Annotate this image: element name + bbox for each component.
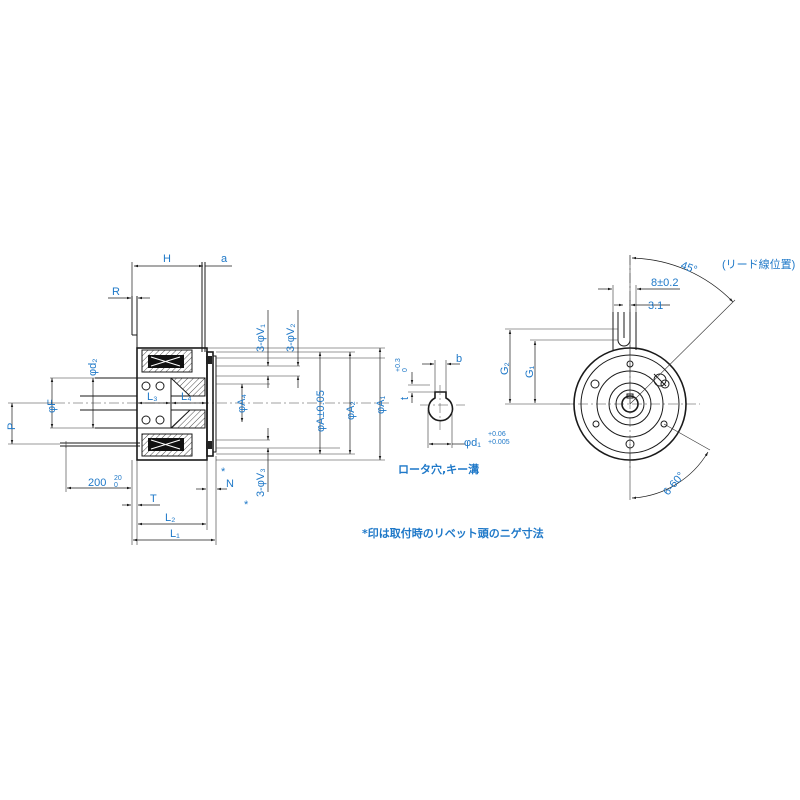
label-L2: L₂ bbox=[165, 512, 175, 524]
label-t-tol-upper: +0.3 bbox=[395, 358, 402, 372]
label-N: N bbox=[226, 478, 234, 490]
label-lead-tol-upper: 20 bbox=[114, 475, 122, 482]
label-b: b bbox=[456, 353, 462, 365]
label-phi-A1: φA₁ bbox=[375, 396, 387, 414]
label-d1-tol-lower: +0.005 bbox=[488, 439, 510, 446]
label-G1: G₁ bbox=[524, 365, 536, 378]
label-V3: 3-φV₃ bbox=[255, 468, 267, 497]
front-view: 45° (リード線位置) 8±0.2 3.1 G₂ G₁ 6-60° bbox=[499, 255, 795, 500]
label-t: t bbox=[399, 397, 411, 400]
label-L1: L₁ bbox=[170, 528, 180, 540]
label-t-tol-lower: 0 bbox=[402, 368, 409, 372]
label-R: R bbox=[112, 286, 120, 298]
label-T: T bbox=[150, 493, 157, 505]
label-L4: L₄ bbox=[181, 391, 192, 403]
label-V2: 3-φV₂ bbox=[285, 323, 297, 352]
rotor-caption: ロータ穴,キー溝 bbox=[398, 462, 479, 476]
label-G2: G₂ bbox=[499, 362, 511, 375]
rotor-keyway-detail: b t +0.3 0 φd₁ +0.06 +0.005 ロータ穴,キー溝 bbox=[395, 353, 510, 476]
label-dim-6-60: 6-60° bbox=[661, 470, 687, 498]
footnote: *印は取付時のリベット頭のニゲ寸法 bbox=[362, 526, 544, 540]
label-phi-A2: φA₂ bbox=[345, 401, 357, 420]
label-star-N: * bbox=[221, 466, 226, 478]
label-phi-A: φA±0.05 bbox=[315, 390, 327, 432]
label-phi-A4: φA₄ bbox=[236, 394, 248, 413]
label-dim-3-1: 3.1 bbox=[648, 300, 663, 312]
label-P: P bbox=[6, 423, 18, 430]
label-angle-45: 45° bbox=[679, 260, 699, 277]
label-H: H bbox=[163, 253, 171, 265]
label-lead-length: 200 bbox=[88, 477, 106, 489]
label-d1-tol-upper: +0.06 bbox=[488, 431, 506, 438]
label-L3: L₃ bbox=[147, 391, 158, 403]
label-lead-tol-lower: 0 bbox=[114, 482, 118, 489]
label-phi-d1: φd₁ bbox=[464, 437, 481, 449]
label-phi-d2: φd₂ bbox=[87, 358, 99, 376]
label-a: a bbox=[221, 253, 228, 265]
label-phi-F: φF bbox=[46, 399, 58, 413]
label-lead-position: (リード線位置) bbox=[722, 257, 795, 271]
side-section-view: H a R φd₂ φF P L₃ L₄ φA₄ 3-φV₁ 3-φV₂ bbox=[6, 253, 390, 545]
label-star-V3: * bbox=[244, 499, 249, 511]
label-V1: 3-φV₁ bbox=[255, 324, 267, 352]
label-dim-8: 8±0.2 bbox=[651, 277, 678, 289]
